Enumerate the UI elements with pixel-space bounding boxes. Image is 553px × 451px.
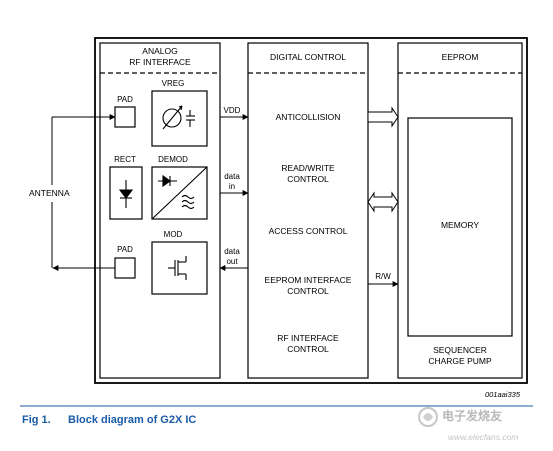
eeprom-interface-label-2: CONTROL (287, 286, 329, 296)
rf-interface-label-2: CONTROL (287, 344, 329, 354)
modulator-block (151, 241, 208, 295)
memory-block (407, 117, 513, 337)
anticollision-label: ANTICOLLISION (276, 112, 341, 122)
watermark-text: 电子发烧友 (442, 408, 502, 423)
demodulator-symbol-icon (151, 166, 208, 220)
anticollision-bus-arrow-icon (367, 106, 399, 128)
digital-title: DIGITAL CONTROL (270, 52, 346, 62)
demod-label: DEMOD (158, 155, 188, 164)
rw-label: R/W (375, 272, 391, 281)
diode-icon (118, 180, 134, 208)
watermark-logo-icon (418, 407, 438, 427)
readwrite-label-1: READ/WRITE (281, 163, 335, 173)
figure-caption: Block diagram of G2X IC (68, 414, 196, 426)
vreg-label: VREG (162, 79, 185, 88)
vreg-symbol-icon (162, 105, 195, 130)
watermark: 电子发烧友 www.elecfans.com (418, 407, 518, 442)
pad-top-label: PAD (117, 95, 133, 104)
charge-pump-label: CHARGE PUMP (428, 356, 492, 366)
readwrite-label-2: CONTROL (287, 174, 329, 184)
antenna-label: ANTENNA (29, 188, 70, 198)
eeprom-interface-label-1: EEPROM INTERFACE (265, 275, 352, 285)
transistor-switch-icon (168, 256, 187, 280)
eeprom-block: EEPROM MEMORY SEQUENCER CHARGE PUMP (397, 42, 523, 379)
mod-label: MOD (164, 230, 183, 239)
memory-label: MEMORY (441, 220, 479, 230)
analog-rf-interface-block: ANALOG RF INTERFACE PAD VREG RECT DEMOD (99, 42, 221, 379)
vreg-block (151, 90, 208, 147)
digital-control-block: DIGITAL CONTROL ANTICOLLISION READ/WRITE… (247, 42, 369, 379)
chip-outline (94, 37, 528, 384)
data-out-label-2: out (226, 257, 238, 266)
data-out-label-1: data (224, 247, 240, 256)
figure-reference: 001aai335 (485, 390, 521, 399)
data-in-label-2: in (229, 182, 235, 191)
digital-eeprom-buses (367, 106, 399, 287)
bidirectional-bus-arrow-icon (367, 191, 399, 213)
pad-top (114, 106, 136, 128)
figure-number: Fig 1. (22, 414, 51, 426)
pad-bottom (114, 257, 136, 279)
analog-subtitle: RF INTERFACE (129, 57, 191, 67)
data-in-label-1: data (224, 172, 240, 181)
vdd-label: VDD (224, 106, 241, 115)
access-control-label: ACCESS CONTROL (269, 226, 348, 236)
analog-title: ANALOG (142, 46, 177, 56)
antenna-wires (51, 114, 116, 271)
pad-bottom-label: PAD (117, 245, 133, 254)
eeprom-title: EEPROM (442, 52, 479, 62)
watermark-url: www.elecfans.com (448, 432, 518, 442)
sequencer-label: SEQUENCER (433, 345, 487, 355)
rect-label: RECT (114, 155, 136, 164)
analog-digital-signals (219, 114, 249, 271)
rf-interface-label-1: RF INTERFACE (277, 333, 339, 343)
